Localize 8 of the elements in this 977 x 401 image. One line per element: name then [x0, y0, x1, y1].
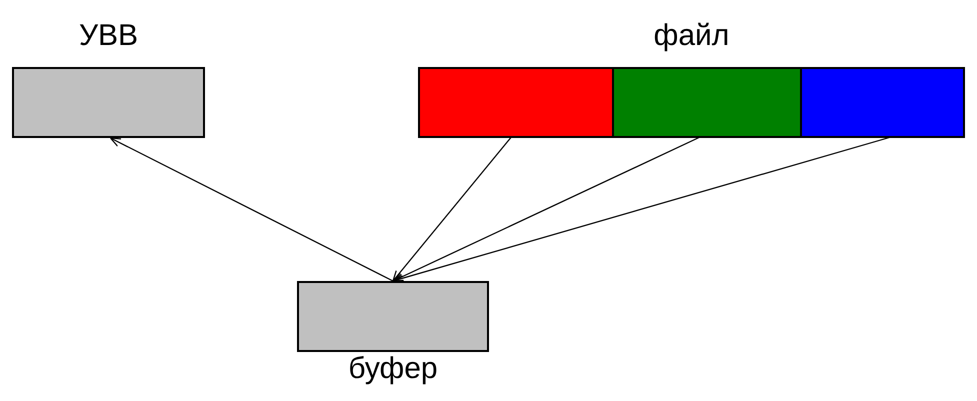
file-segment [612, 69, 800, 136]
node-label: буфер [348, 352, 438, 386]
arrow [392, 136, 513, 282]
node-label: УВВ [78, 19, 138, 53]
file-segment [800, 69, 963, 136]
node-label: файл [654, 19, 730, 53]
arrow [110, 137, 394, 282]
file-segment [420, 69, 612, 136]
